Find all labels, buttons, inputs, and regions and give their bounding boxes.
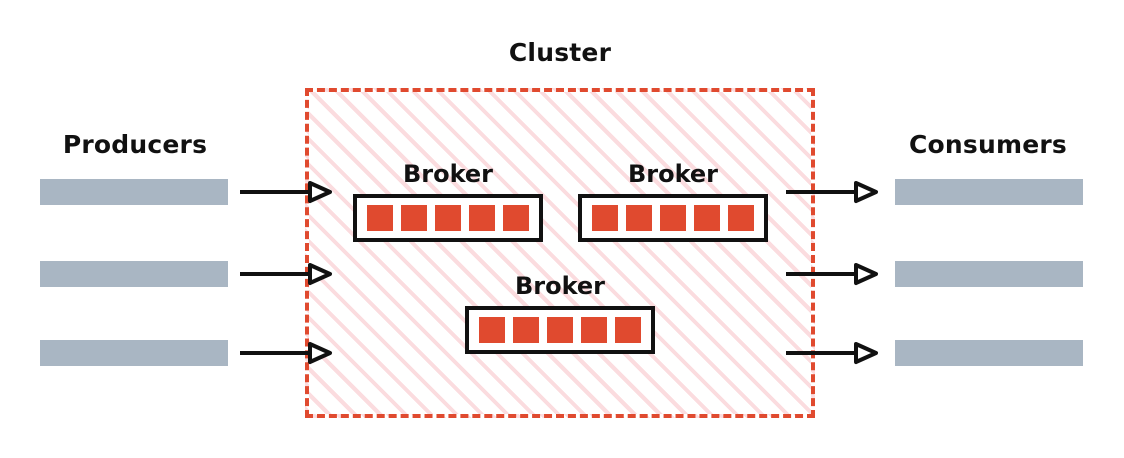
- partition-block: [694, 205, 720, 231]
- broker-node: Broker: [353, 160, 543, 242]
- broker-node: Broker: [465, 272, 655, 354]
- partition-block: [660, 205, 686, 231]
- consumers-title: Consumers: [908, 130, 1067, 159]
- producer-flow-arrow: [240, 180, 332, 204]
- broker-label: Broker: [627, 160, 719, 188]
- consumer-flow-arrow: [786, 262, 878, 286]
- partition-block: [626, 205, 652, 231]
- cluster-region: [305, 88, 815, 418]
- consumer-flow-arrow: [786, 180, 878, 204]
- partition-block: [469, 205, 495, 231]
- consumer-bar: [895, 340, 1083, 366]
- partition-block: [615, 317, 641, 343]
- producer-bar: [40, 340, 228, 366]
- partition-block: [547, 317, 573, 343]
- producer-bar: [40, 261, 228, 287]
- broker-partition-box: [578, 194, 768, 242]
- partition-block: [503, 205, 529, 231]
- partition-block: [728, 205, 754, 231]
- broker-partition-box: [353, 194, 543, 242]
- broker-partition-box: [465, 306, 655, 354]
- producer-flow-arrow: [240, 262, 332, 286]
- consumer-bar: [895, 179, 1083, 205]
- producer-flow-arrow: [240, 341, 332, 365]
- partition-block: [435, 205, 461, 231]
- broker-label: Broker: [402, 160, 494, 188]
- cluster-title: Cluster: [508, 38, 612, 67]
- partition-block: [367, 205, 393, 231]
- consumer-bar: [895, 261, 1083, 287]
- partition-block: [581, 317, 607, 343]
- partition-block: [513, 317, 539, 343]
- producers-title: Producers: [62, 130, 208, 159]
- broker-label: Broker: [514, 272, 606, 300]
- producer-bar: [40, 179, 228, 205]
- partition-block: [479, 317, 505, 343]
- partition-block: [592, 205, 618, 231]
- broker-node: Broker: [578, 160, 768, 242]
- consumer-flow-arrow: [786, 341, 878, 365]
- partition-block: [401, 205, 427, 231]
